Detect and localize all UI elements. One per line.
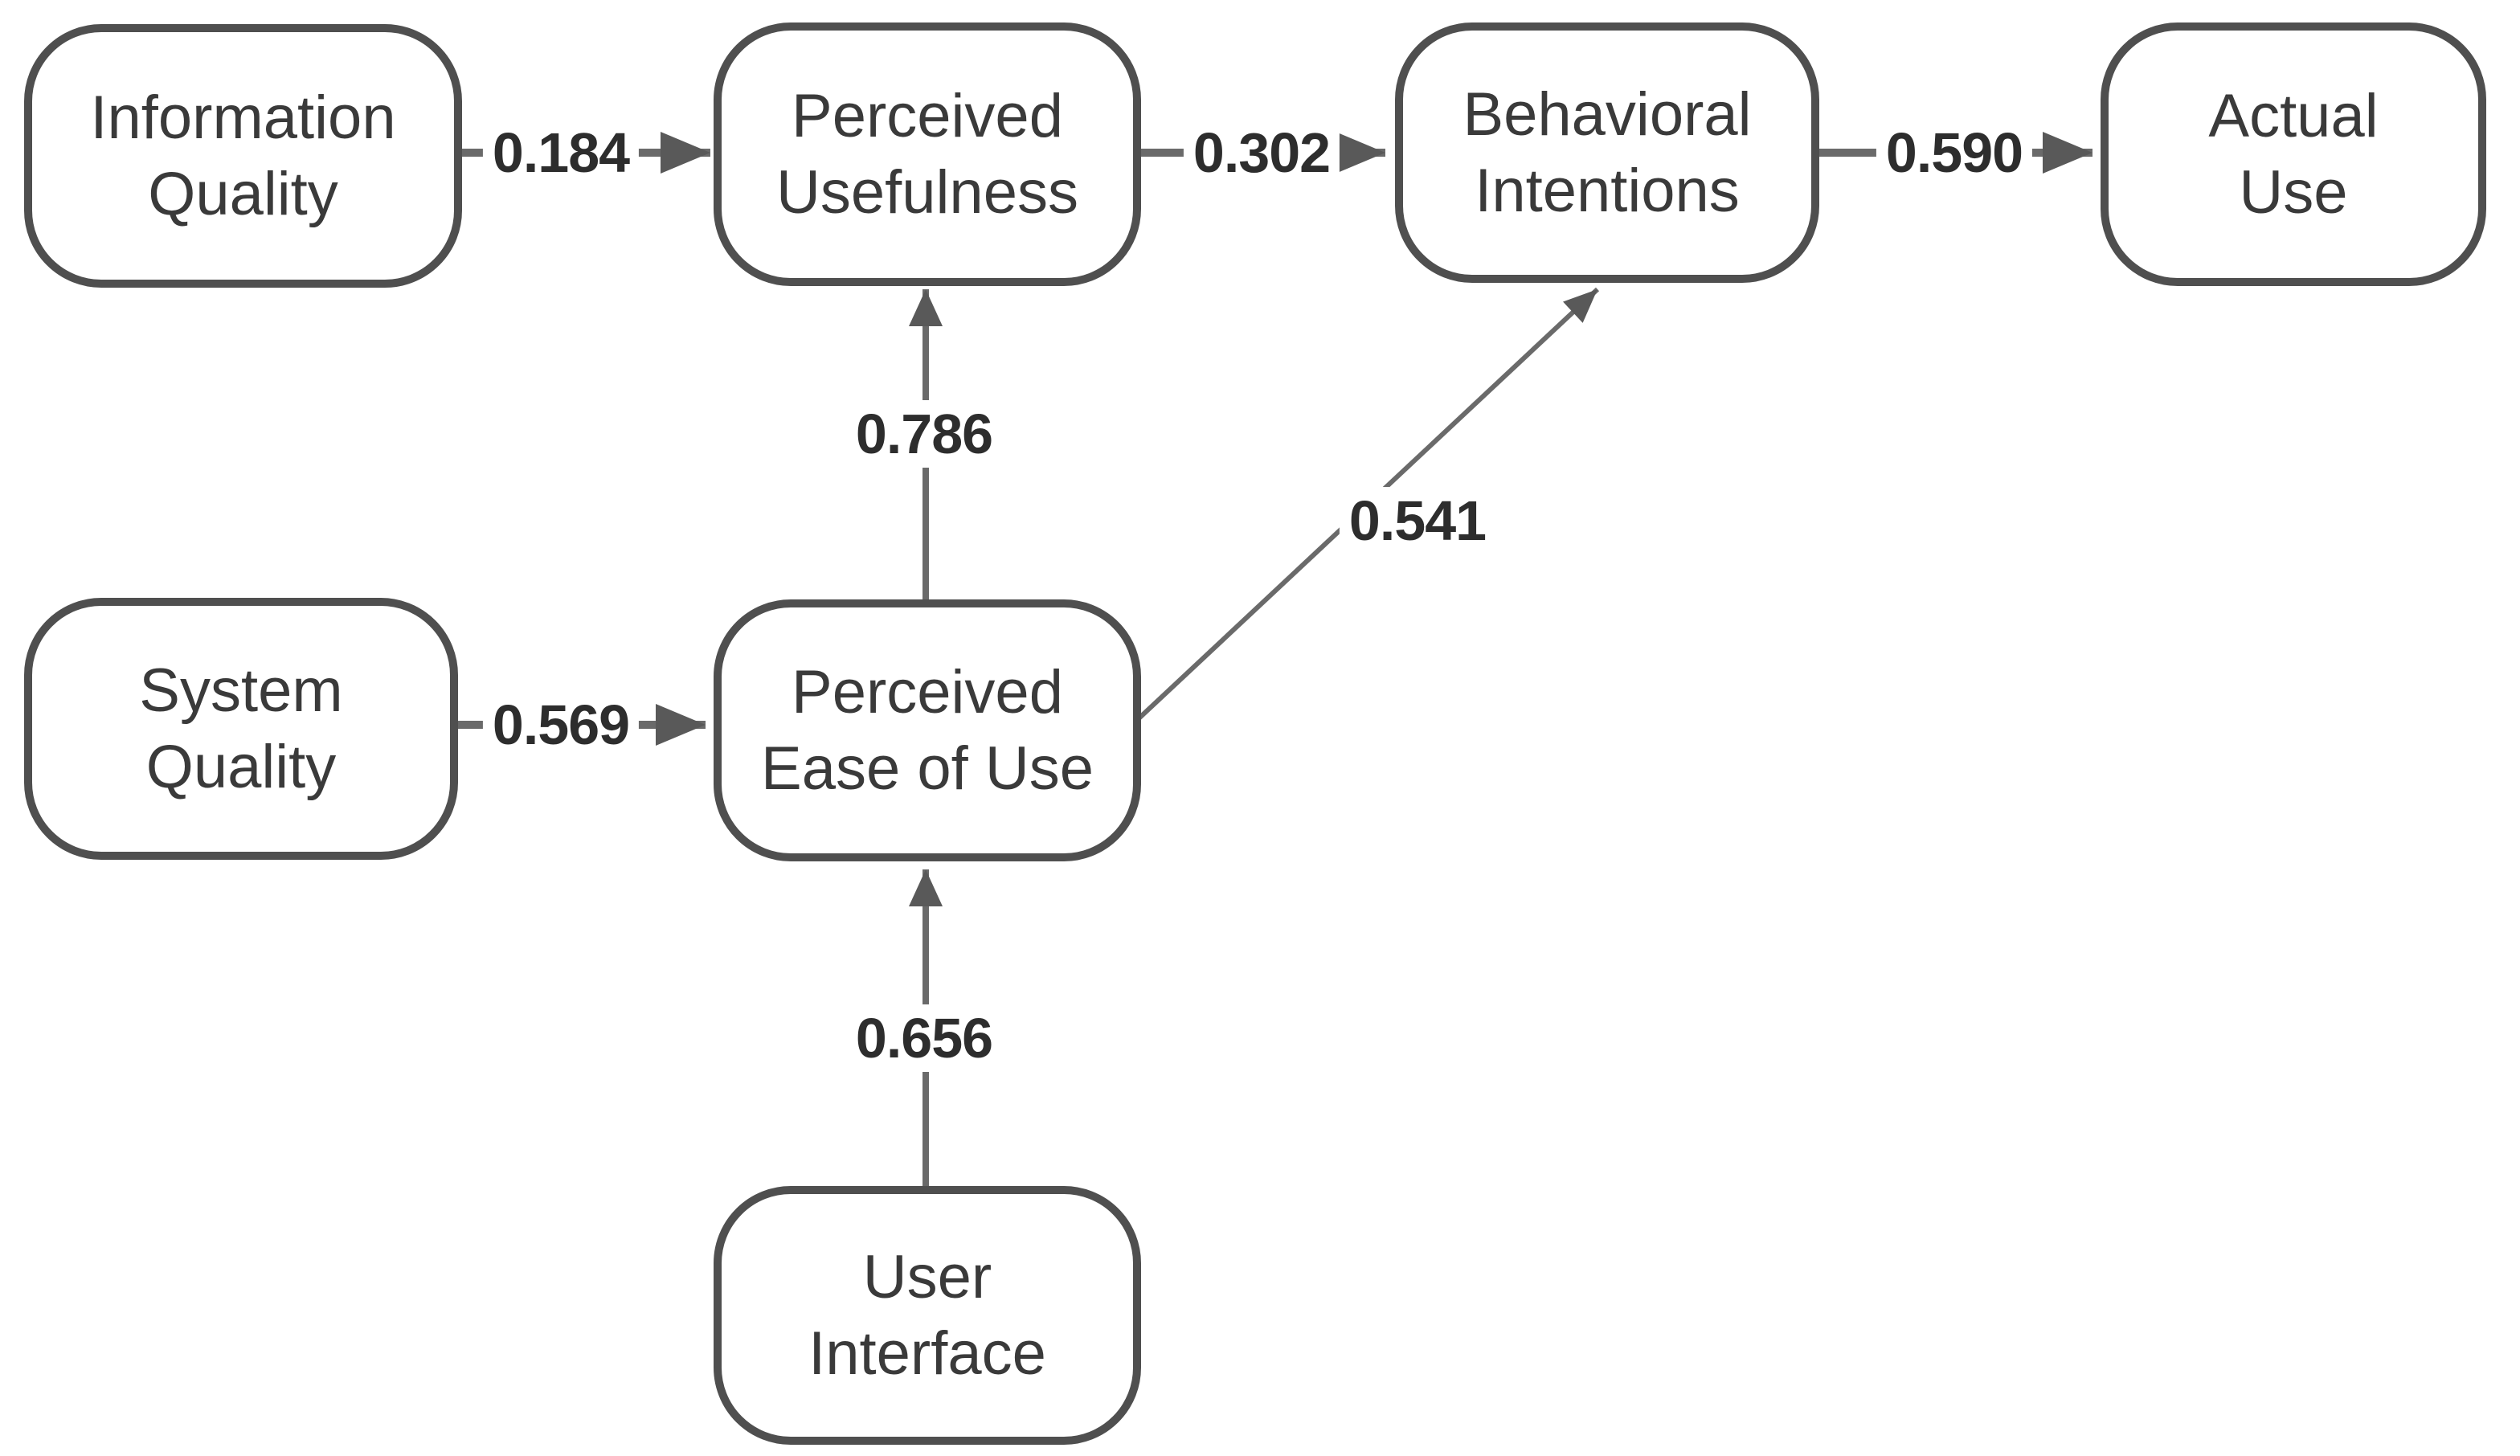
node-behavioral-intentions: Behavioral Intentions: [1395, 22, 1819, 283]
edge-weight-user-interface-to-perceived-ease-of-use: 0.656: [845, 1004, 1003, 1072]
edge-weight-perceived-ease-of-use-to-behavioral-intentions: 0.541: [1339, 487, 1496, 554]
node-perceived-usefulness-label: Perceived Usefulness: [776, 82, 1078, 227]
node-perceived-usefulness: Perceived Usefulness: [714, 22, 1141, 286]
node-actual-use: Actual Use: [2101, 22, 2486, 286]
node-behavioral-intentions-label: Behavioral Intentions: [1462, 80, 1752, 225]
edge-weight-perceived-usefulness-to-behavioral-intentions: 0.302: [1183, 119, 1340, 186]
edge-weight-system-quality-to-perceived-ease-of-use: 0.569: [482, 691, 640, 759]
node-perceived-ease-of-use-label: Perceived Ease of Use: [761, 658, 1094, 803]
node-actual-use-label: Actual Use: [2208, 82, 2379, 227]
node-user-interface-label: User Interface: [808, 1243, 1046, 1388]
edge-weight-information-quality-to-perceived-usefulness: 0.184: [482, 119, 640, 186]
node-information-quality-label: Information Quality: [90, 84, 396, 228]
node-system-quality: System Quality: [24, 598, 458, 860]
node-user-interface: User Interface: [714, 1186, 1141, 1445]
edge-weight-perceived-ease-of-use-to-perceived-usefulness: 0.786: [845, 400, 1003, 468]
node-system-quality-label: System Quality: [139, 656, 343, 801]
node-information-quality: Information Quality: [24, 24, 462, 288]
node-perceived-ease-of-use: Perceived Ease of Use: [714, 599, 1141, 861]
edge-weight-behavioral-intentions-to-actual-use: 0.590: [1876, 119, 2033, 186]
